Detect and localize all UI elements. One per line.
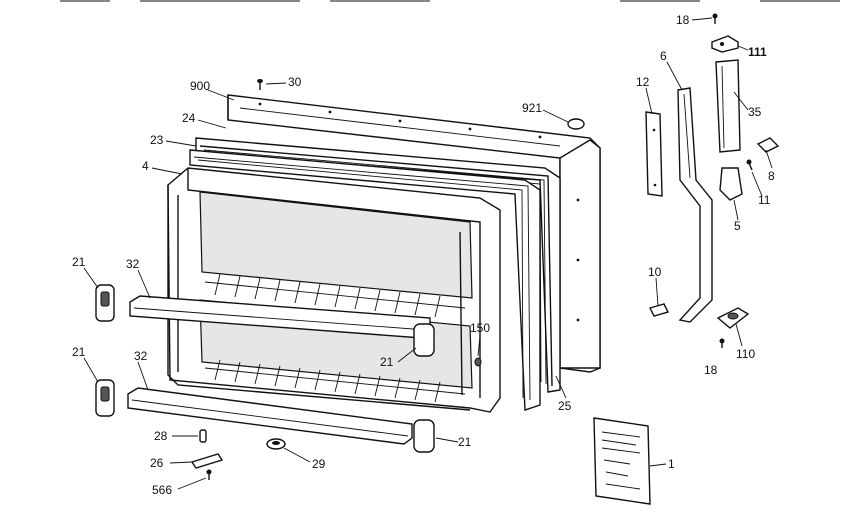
callout-12: 12 (636, 75, 650, 89)
lower-shelf-bar (127, 387, 413, 445)
screw-30 (257, 79, 263, 90)
instruction-card-1 (593, 417, 651, 505)
callout-28: 28 (154, 429, 168, 443)
callout-5: 5 (734, 219, 741, 233)
callout-labels: 18 111 6 12 35 8 11 5 10 110 18 900 30 9… (72, 13, 775, 497)
door-handle-6 (677, 87, 713, 323)
cap-8 (756, 137, 780, 153)
screw-11 (746, 159, 753, 171)
handle-trim-35 (715, 59, 741, 153)
callout-29: 29 (312, 457, 326, 471)
callout-18-bottom: 18 (704, 363, 718, 377)
end-cap-upper-left (95, 284, 115, 322)
callout-566: 566 (152, 483, 172, 497)
callout-21-upper-left: 21 (72, 255, 86, 269)
callout-21-lower-right: 21 (458, 435, 472, 449)
grommet-29 (266, 438, 286, 450)
callout-23: 23 (150, 133, 164, 147)
callout-32-upper: 32 (126, 257, 140, 271)
callout-25: 25 (558, 399, 572, 413)
callout-4: 4 (142, 159, 149, 173)
callout-10: 10 (648, 265, 662, 279)
end-cap-lower-left (95, 379, 115, 417)
hinge-pad-110 (716, 307, 750, 329)
lower-shelf-ribs (204, 359, 466, 403)
callout-1: 1 (668, 457, 675, 471)
callout-21-upper-right: 21 (380, 355, 394, 369)
callout-8: 8 (768, 169, 775, 183)
screw-18-top (712, 13, 718, 24)
callout-921: 921 (522, 101, 542, 115)
end-cap-lower-right (413, 419, 435, 453)
handle-bracket-5 (719, 167, 743, 201)
inner-door-liner (167, 167, 501, 413)
bracket-111 (711, 35, 739, 53)
hinge-cover-12 (645, 111, 663, 197)
pin-28 (199, 429, 207, 443)
panel-screw-holes (258, 102, 580, 322)
hinge-26 (190, 453, 224, 469)
callout-35: 35 (748, 105, 762, 119)
callout-6: 6 (660, 49, 667, 63)
stop-150 (474, 357, 482, 367)
callout-900: 900 (190, 79, 210, 93)
callout-24: 24 (182, 111, 196, 125)
screw-18-bottom (719, 338, 725, 348)
callout-11: 11 (758, 193, 771, 207)
leader-lines (83, 17, 773, 490)
end-cap-upper-right (413, 323, 435, 357)
outer-door-panel (227, 94, 601, 373)
callout-32-lower: 32 (134, 349, 148, 363)
callout-30: 30 (288, 75, 302, 89)
upper-shelf-ribs (204, 273, 466, 318)
callout-150: 150 (470, 321, 490, 335)
callout-18-top: 18 (676, 13, 690, 27)
callout-26: 26 (150, 456, 164, 470)
screw-566 (206, 469, 212, 480)
callout-21-lower-left: 21 (72, 345, 86, 359)
callout-110: 110 (736, 347, 755, 361)
clip-10 (648, 303, 670, 317)
breaker-frame (189, 149, 541, 411)
callout-111: 111 (748, 45, 767, 59)
plug-921 (567, 118, 585, 130)
